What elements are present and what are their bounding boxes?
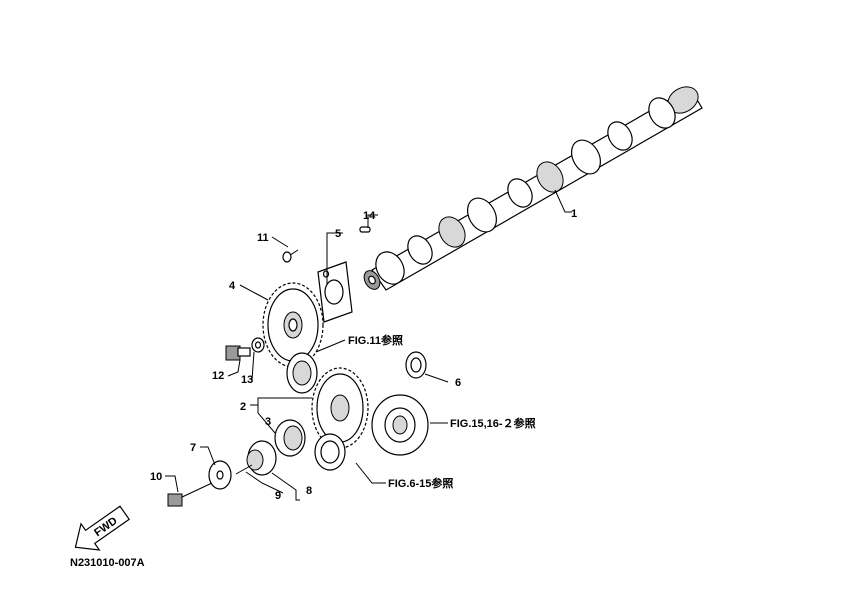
- callout-7: 7: [190, 442, 196, 454]
- hub-8: [246, 440, 277, 476]
- callout-10: 10: [150, 471, 162, 483]
- thrust-plate: [317, 261, 353, 323]
- bolt-10: [167, 482, 213, 507]
- ref-fig11: FIG.11参照: [348, 333, 403, 347]
- gear-2: [311, 367, 369, 449]
- bolt-11: [282, 249, 299, 263]
- fwd-arrow: FWD: [74, 505, 130, 551]
- bearing-3: [274, 419, 306, 457]
- callout-4: 4: [229, 280, 236, 292]
- ring-gear: [371, 394, 429, 456]
- callout-1: 1: [571, 208, 577, 220]
- reference-labels: FIG.11参照 FIG.15,16-２参照 FIG.6-15参照: [348, 333, 536, 490]
- dowel-pin: [359, 226, 371, 233]
- plate-7: [208, 460, 232, 490]
- diagram-code: N231010-007A: [70, 557, 145, 569]
- washer-13: [251, 337, 265, 353]
- ring-fig6: [314, 433, 346, 471]
- leader-lines: [165, 189, 572, 501]
- callout-14: 14: [363, 210, 376, 222]
- camshaft: [363, 86, 703, 291]
- bearing-fig11: [286, 352, 318, 394]
- callout-9: 9: [275, 490, 281, 502]
- callout-labels: 1 2 3 4 5 6 7 8 9 10 11 12 13 14: [150, 208, 577, 502]
- callout-11: 11: [257, 232, 269, 244]
- ref-fig6: FIG.6-15参照: [388, 476, 453, 490]
- callout-2: 2: [240, 401, 246, 413]
- bolt-12: [225, 345, 251, 361]
- callout-12: 12: [212, 370, 224, 382]
- pin-9: [235, 464, 253, 475]
- callout-5: 5: [335, 228, 341, 240]
- callout-3: 3: [265, 416, 271, 428]
- gear-4: [262, 282, 324, 368]
- washer-6: [405, 351, 427, 379]
- callout-6: 6: [455, 377, 461, 389]
- callout-13: 13: [241, 374, 253, 386]
- ref-fig15: FIG.15,16-２参照: [450, 416, 536, 430]
- callout-8: 8: [306, 485, 312, 497]
